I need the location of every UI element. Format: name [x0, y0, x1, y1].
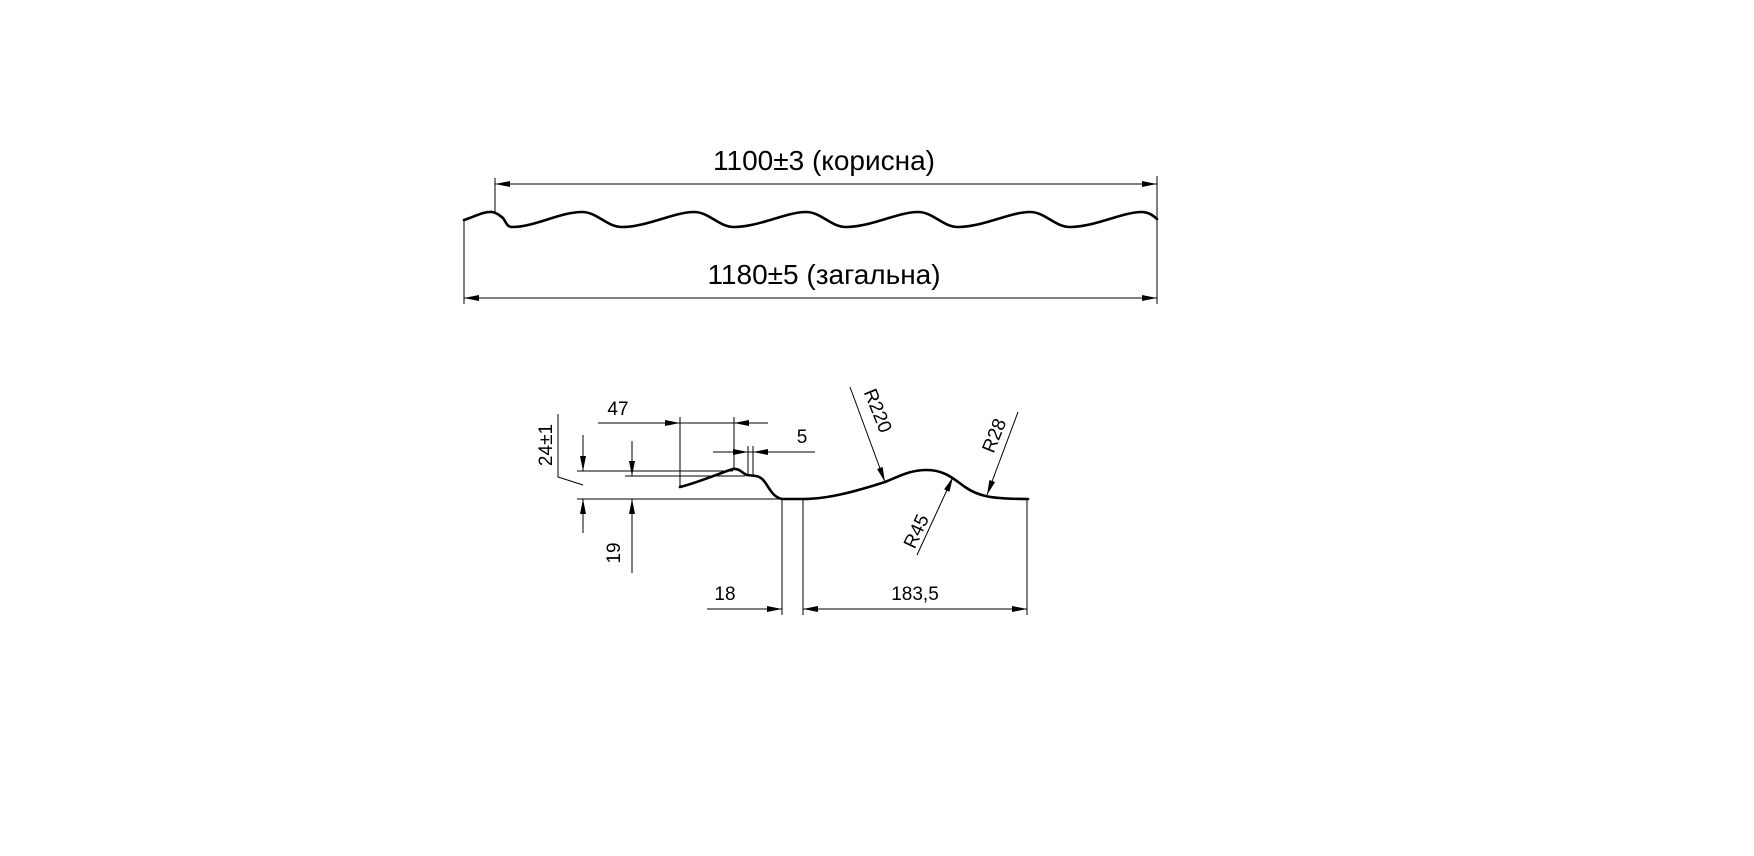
dim-19-label: 19	[604, 542, 625, 563]
radius-220-label: R220	[859, 386, 895, 436]
dim-5-label: 5	[797, 427, 808, 448]
dim-47-label: 47	[607, 399, 628, 420]
dim-24-label: 24±1	[536, 424, 557, 466]
useful-width-label: 1100±3 (корисна)	[713, 145, 935, 176]
detail-profile-view: 47 5 24±1 19 18 183,5 R220 R28 R4	[536, 386, 1030, 615]
dim-18-label: 18	[714, 584, 735, 605]
radius-28-label: R28	[979, 416, 1012, 456]
leader-24	[557, 414, 584, 486]
sheet-wave-profile	[462, 210, 1159, 229]
leader-r45	[916, 476, 954, 556]
total-width-label: 1180±5 (загальна)	[707, 259, 940, 290]
radius-45-label: R45	[900, 511, 934, 551]
detail-wave-profile	[678, 467, 1030, 501]
dim-183-5-label: 183,5	[891, 584, 939, 605]
overall-profile-view: 1100±3 (корисна) 1180±5 (загальна)	[462, 145, 1159, 304]
leader-r28	[986, 411, 1019, 496]
leader-r220	[849, 386, 886, 483]
